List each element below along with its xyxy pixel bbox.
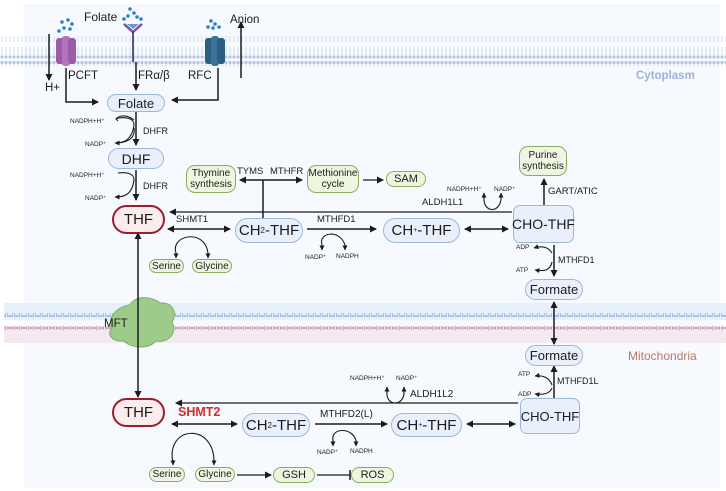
chthf-prefix: CH: [391, 222, 414, 239]
aldh1l1-cofactor-curve: [483, 195, 502, 211]
adp-label: ADP: [516, 244, 530, 251]
chthf-suffix: -THF: [422, 416, 457, 434]
aldh1l1-label: ALDH1L1: [422, 197, 464, 208]
ch2thf-suffix: -THF: [271, 416, 307, 434]
ch2thf-sub: 2: [260, 226, 265, 235]
mito-glycine-node[interactable]: Glycine: [195, 467, 235, 482]
rfc-label: RFC: [188, 70, 212, 82]
mthfd1l-label: MTHFD1L: [557, 376, 599, 386]
gart-atic-label: GART/ATIC: [548, 186, 598, 197]
nadph-label: NADPH+H⁺: [70, 118, 105, 125]
mthfd1-atp-curve: [534, 246, 553, 254]
mthfr-label: MTHFR: [270, 166, 304, 177]
mito-chthf-node[interactable]: CH+-THF: [391, 413, 462, 437]
dhfr1-nadph-curve: [117, 117, 135, 126]
mito-inner-membrane: [4, 326, 726, 330]
rfc-to-folate-arrow: [171, 68, 219, 104]
nadp-label: NADP⁺: [85, 195, 107, 202]
pcft-to-folate-arrow: [65, 68, 99, 106]
cyto-glycine-node[interactable]: Glycine: [192, 259, 232, 273]
gsh-node[interactable]: GSH: [273, 467, 315, 483]
ros-node[interactable]: ROS: [351, 467, 394, 483]
sam-node[interactable]: SAM: [386, 171, 426, 187]
shmt1-label: SHMT1: [176, 214, 209, 225]
nadph-label: NADPH: [350, 448, 373, 455]
purine-synthesis-node[interactable]: Purine synthesis: [519, 146, 567, 176]
fr-label: FRα/β: [138, 70, 170, 82]
mthfd2l-cofactor-curve: [332, 429, 357, 442]
folate-molecule-dots: [57, 7, 221, 33]
tyms-label: TYMS: [237, 166, 264, 177]
extracellular-folate-label: Folate: [84, 10, 118, 24]
chthf-prefix: CH: [396, 416, 419, 434]
dhf-node[interactable]: DHF: [108, 148, 164, 169]
cyto-formate-node[interactable]: Formate: [525, 279, 583, 300]
atp-label: ATP: [516, 267, 529, 274]
mft-label: MFT: [104, 318, 128, 330]
mthfd1-label: MTHFD1: [317, 214, 356, 225]
anion-label: Anion: [230, 14, 260, 26]
mthfd2l-label: MTHFD2(L): [320, 409, 373, 420]
dhfr2-label: DHFR: [143, 181, 168, 191]
mitochondria-label: Mitochondria: [628, 349, 697, 363]
aldh1l2-label: ALDH1L2: [410, 389, 454, 400]
nadp-label: NADP⁺: [396, 375, 418, 382]
pcft-label: PCFT: [68, 70, 99, 82]
methionine-cycle-node[interactable]: Methionine cycle: [307, 165, 359, 193]
ch2thf-prefix: CH: [245, 416, 268, 434]
mito-inner-band: [4, 326, 726, 343]
nadph-label: NADPH+H⁺: [447, 186, 482, 193]
cytoplasm-label: Cytoplasm: [636, 70, 695, 82]
nadp-label: NADP⁺: [317, 449, 339, 456]
folate-receptor-shape: [123, 23, 143, 62]
chthf-sup: +: [418, 421, 423, 429]
cyto-thf-node[interactable]: THF: [112, 205, 165, 234]
aldh1l2-cofactor-curve: [386, 390, 405, 404]
nadp-label: NADP⁺: [305, 254, 327, 261]
mthfd1-formate-label: MTHFD1: [558, 255, 595, 265]
mthfd1l-atp-curve: [534, 372, 553, 386]
chthf-suffix: -THF: [417, 222, 452, 239]
pcft-transporter-shape: [56, 36, 76, 66]
dhfr2-nadph-curve: [117, 172, 135, 181]
chthf-sup: +: [413, 227, 418, 234]
atp-label: ATP: [518, 371, 531, 378]
cyto-serine-node[interactable]: Serine: [149, 259, 184, 273]
nadp-label: NADP⁺: [494, 186, 516, 193]
nadph-label: NADPH+H⁺: [350, 375, 385, 382]
cyto-chothf-node[interactable]: CHO-THF: [512, 205, 575, 243]
mthfd1-cofactor-curve: [321, 233, 346, 246]
nadph-label: NADPH+H⁺: [70, 172, 105, 179]
shmt2-ser-gly-curve: [171, 432, 215, 464]
shmt1-ser-gly-curve: [174, 236, 209, 254]
thymine-synthesis-node[interactable]: Thymine synthesis: [186, 165, 236, 193]
dhfr2-cofactor-curve: [114, 179, 135, 200]
dhfr1-nadp-arrow: [114, 124, 135, 146]
nadp-label: NADP⁺: [85, 141, 107, 148]
mito-chothf-node[interactable]: CHO-THF: [520, 398, 580, 434]
cyto-chthf-node[interactable]: CH+-THF: [383, 218, 460, 243]
ch2thf-prefix: CH: [238, 222, 261, 239]
folate-node[interactable]: Folate: [107, 94, 165, 112]
shmt2-label: SHMT2: [178, 405, 221, 419]
rfc-transporter-shape: [205, 36, 225, 66]
ch2thf-sub: 2: [267, 420, 272, 430]
nadph-label: NADPH: [336, 253, 359, 260]
mito-thf-node[interactable]: THF: [112, 398, 165, 427]
mft-transporter-shape: [109, 297, 175, 348]
dhfr1-label: DHFR: [143, 126, 168, 136]
mito-formate-node[interactable]: Formate: [525, 345, 583, 366]
mito-serine-node[interactable]: Serine: [149, 467, 185, 482]
cell-membrane: [0, 36, 726, 66]
mito-outer-membrane: [4, 313, 726, 317]
adp-label: ADP: [518, 391, 532, 398]
ch2thf-suffix: -THF: [264, 222, 300, 239]
proton-label: H+: [45, 82, 61, 94]
